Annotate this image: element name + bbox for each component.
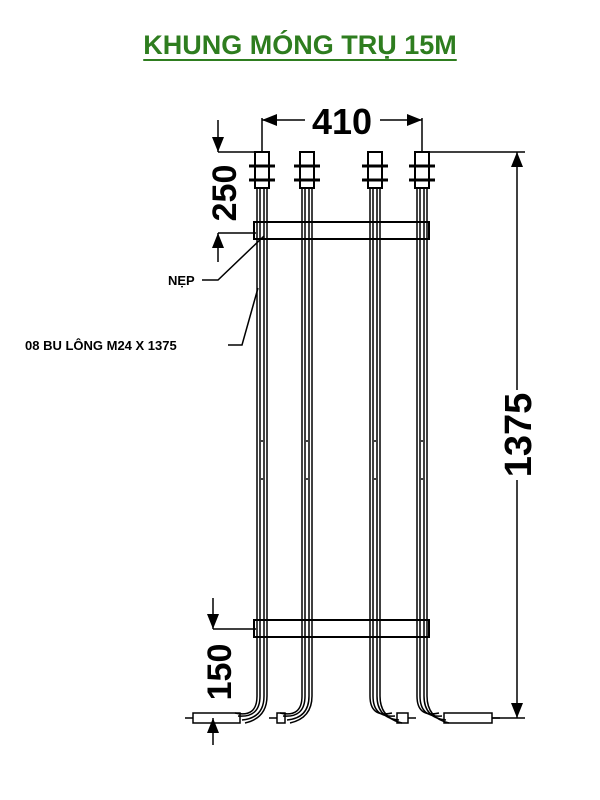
bolt-shaft bbox=[426, 158, 450, 724]
bolt-nut bbox=[367, 151, 383, 189]
bolt-shaft bbox=[244, 158, 268, 724]
bolt-hook bbox=[192, 712, 241, 724]
bolt-label: 08 BU LÔNG M24 X 1375 bbox=[25, 338, 177, 353]
plate-leader bbox=[202, 235, 265, 281]
bolt-shaft bbox=[369, 158, 393, 715]
drawing-title: KHUNG MÓNG TRỤ 15M bbox=[0, 30, 600, 61]
bolt-shaft bbox=[279, 158, 303, 715]
bolt-nut bbox=[254, 151, 270, 189]
dimension-width-text: 410 bbox=[312, 101, 372, 142]
bolt-shaft bbox=[416, 158, 440, 715]
bolt-shaft bbox=[289, 158, 313, 724]
dimension-1375: 1375 bbox=[428, 151, 540, 719]
bolt-nut bbox=[299, 151, 315, 189]
dimension-250: 250 bbox=[206, 120, 256, 262]
bolt-shaft bbox=[372, 158, 396, 717]
bolt-shaft bbox=[241, 158, 265, 721]
bolt-shaft bbox=[423, 158, 447, 721]
bottom-plate bbox=[253, 619, 430, 638]
dimension-height-text: 1375 bbox=[498, 393, 540, 478]
bolt-shaft bbox=[379, 158, 403, 724]
title-text: KHUNG MÓNG TRỤ 15M bbox=[143, 30, 457, 60]
bolt-shaft bbox=[282, 158, 306, 717]
bolt-shaft bbox=[286, 158, 310, 721]
dimension-410: 410 bbox=[261, 101, 423, 152]
bolt-shaft bbox=[376, 158, 400, 721]
dimension-150: 150 bbox=[201, 598, 256, 745]
plate-label: NẸP bbox=[168, 273, 195, 288]
bolt-nut bbox=[414, 151, 430, 189]
bolt-leader bbox=[228, 287, 259, 346]
dimension-bottom-text: 150 bbox=[201, 644, 239, 701]
bolt-shaft bbox=[419, 158, 443, 717]
bolt-hook bbox=[443, 712, 493, 724]
anchor-bolts bbox=[185, 151, 500, 724]
dimension-top-text: 250 bbox=[206, 165, 244, 222]
bolt-shaft bbox=[237, 158, 261, 717]
top-plate bbox=[253, 221, 430, 240]
bolt-hook bbox=[276, 712, 286, 724]
